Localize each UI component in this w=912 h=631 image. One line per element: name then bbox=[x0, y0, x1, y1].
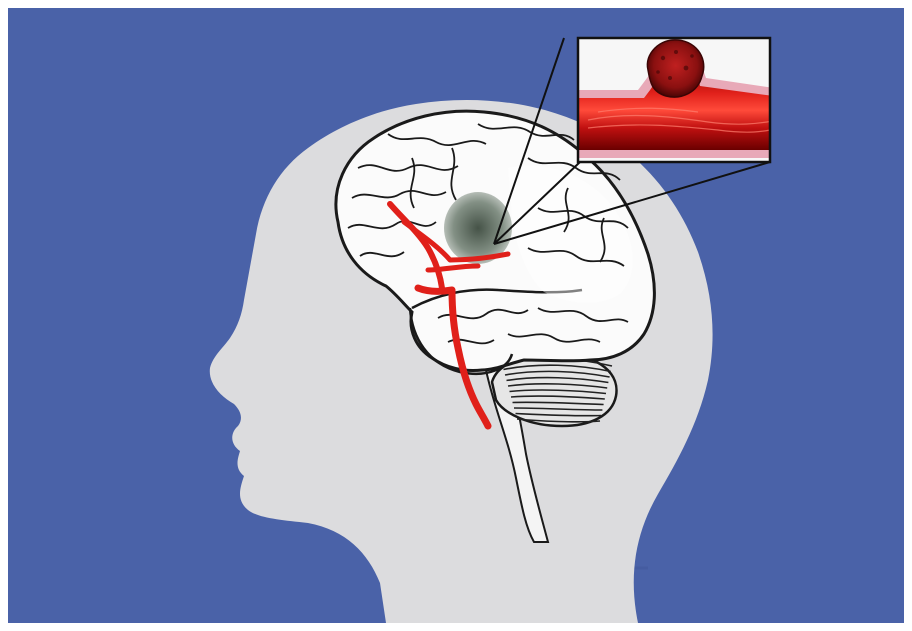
illustration-frame bbox=[8, 8, 904, 623]
stroke-illustration bbox=[8, 8, 904, 623]
vessel-inset bbox=[568, 38, 788, 162]
blood-clot bbox=[647, 40, 703, 97]
